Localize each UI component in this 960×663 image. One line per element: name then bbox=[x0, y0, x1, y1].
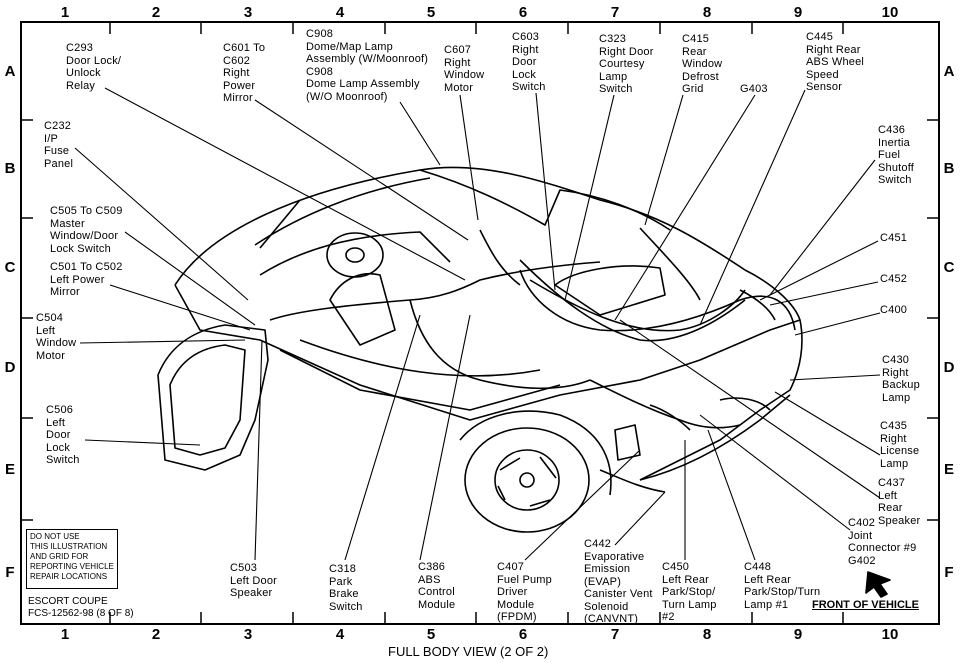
grid-col-6-bottom: 6 bbox=[518, 626, 528, 643]
grid-row-b-right: B bbox=[943, 160, 955, 177]
grid-col-7: 7 bbox=[610, 4, 620, 21]
notice-line: AND GRID FOR bbox=[30, 552, 89, 561]
callout-c415: C415 Rear Window Defrost Grid bbox=[682, 33, 723, 95]
callout-c232: C232 I/P Fuse Panel bbox=[44, 120, 74, 170]
leader-lines bbox=[74, 87, 881, 561]
grid-row-c: C bbox=[4, 259, 16, 276]
callout-c448: C448 Left Rear Park/Stop/Turn Lamp #1 bbox=[744, 561, 821, 611]
callout-c435: C435 Right License Lamp bbox=[880, 420, 920, 470]
grid-row-b: B bbox=[4, 160, 16, 177]
grid-row-f-right: F bbox=[944, 564, 954, 581]
grid-col-4-bottom: 4 bbox=[335, 626, 345, 643]
grid-col-2: 2 bbox=[151, 4, 161, 21]
callout-c318: C318 Park Brake Switch bbox=[329, 563, 363, 613]
callout-c445: C445 Right Rear ABS Wheel Speed Sensor bbox=[806, 31, 865, 93]
grid-col-4: 4 bbox=[335, 4, 345, 21]
callout-c505: C505 To C509 Master Window/Door Lock Swi… bbox=[50, 205, 123, 255]
callout-c501: C501 To C502 Left Power Mirror bbox=[50, 261, 123, 298]
callout-c442: C442 Evaporative Emission (EVAP) Caniste… bbox=[584, 538, 653, 625]
callout-c503: C503 Left Door Speaker bbox=[230, 562, 278, 599]
grid-row-e: E bbox=[4, 461, 15, 478]
notice-line: DO NOT USE bbox=[30, 532, 80, 541]
notice-box: DO NOT USE THIS ILLUSTRATION AND GRID FO… bbox=[26, 529, 118, 589]
callout-c506: C506 Left Door Lock Switch bbox=[46, 404, 80, 466]
grid-col-7-bottom: 7 bbox=[610, 626, 620, 643]
grid-col-8: 8 bbox=[702, 4, 712, 21]
callout-c400: C400 bbox=[880, 304, 908, 316]
grid-col-3-bottom: 3 bbox=[243, 626, 253, 643]
footer-code: FCS-12562-98 (8 OF 8) bbox=[28, 608, 134, 619]
callout-c504: C504 Left Window Motor bbox=[36, 312, 77, 362]
grid-col-5-bottom: 5 bbox=[426, 626, 436, 643]
grid-row-f: F bbox=[5, 564, 15, 581]
grid-row-c-right: C bbox=[943, 259, 955, 276]
callout-c323: C323 Right Door Courtesy Lamp Switch bbox=[599, 33, 654, 95]
notice-line: REPORTING VEHICLE bbox=[30, 562, 114, 571]
grid-row-a: A bbox=[4, 63, 16, 80]
grid-col-1: 1 bbox=[60, 4, 70, 21]
callout-c603: C603 Right Door Lock Switch bbox=[512, 31, 546, 93]
callout-c430: C430 Right Backup Lamp bbox=[882, 354, 920, 404]
grid-col-8-bottom: 8 bbox=[702, 626, 712, 643]
grid-col-3: 3 bbox=[243, 4, 253, 21]
car-illustration bbox=[157, 166, 891, 598]
grid-col-9-bottom: 9 bbox=[793, 626, 803, 643]
grid-row-a-right: A bbox=[943, 63, 955, 80]
callout-c402: C402 Joint Connector #9 G402 bbox=[848, 517, 917, 567]
grid-col-5: 5 bbox=[426, 4, 436, 21]
callout-c908: C908 Dome/Map Lamp Assembly (W/Moonroof)… bbox=[306, 28, 429, 103]
callout-c407: C407 Fuel Pump Driver Module (FPDM) bbox=[497, 561, 552, 623]
callout-c607: C607 Right Window Motor bbox=[444, 44, 485, 94]
callout-c386: C386 ABS Control Module bbox=[418, 561, 456, 611]
callout-c437: C437 Left Rear Speaker bbox=[878, 477, 921, 527]
callout-c452: C452 bbox=[880, 273, 908, 285]
notice-line: THIS ILLUSTRATION bbox=[30, 542, 108, 551]
footer-model-info: ESCORT COUPE FCS-12562-98 (8 OF 8) bbox=[28, 596, 134, 620]
grid-col-1-bottom: 1 bbox=[60, 626, 70, 643]
grid-col-9: 9 bbox=[793, 4, 803, 21]
grid-row-e-right: E bbox=[943, 461, 954, 478]
diagram-title: FULL BODY VIEW (2 OF 2) bbox=[388, 644, 549, 659]
footer-model: ESCORT COUPE bbox=[28, 596, 108, 607]
grid-col-10: 10 bbox=[881, 4, 899, 21]
notice-line: REPAIR LOCATIONS bbox=[30, 572, 108, 581]
callout-c293: C293 Door Lock/ Unlock Relay bbox=[66, 42, 122, 92]
callout-g403: G403 bbox=[740, 83, 768, 95]
callout-c451: C451 bbox=[880, 232, 908, 244]
front-of-vehicle-label: FRONT OF VEHICLE bbox=[812, 599, 919, 611]
grid-col-6: 6 bbox=[518, 4, 528, 21]
callout-c601: C601 To C602 Right Power Mirror bbox=[223, 42, 266, 104]
grid-ticks bbox=[21, 22, 939, 624]
grid-col-2-bottom: 2 bbox=[151, 626, 161, 643]
grid-row-d-right: D bbox=[943, 359, 955, 376]
diagram-border bbox=[20, 21, 940, 625]
grid-col-10-bottom: 10 bbox=[881, 626, 899, 643]
callout-c436: C436 Inertia Fuel Shutoff Switch bbox=[878, 124, 915, 186]
grid-row-d: D bbox=[4, 359, 16, 376]
callout-c450: C450 Left Rear Park/Stop/ Turn Lamp #2 bbox=[662, 561, 717, 623]
